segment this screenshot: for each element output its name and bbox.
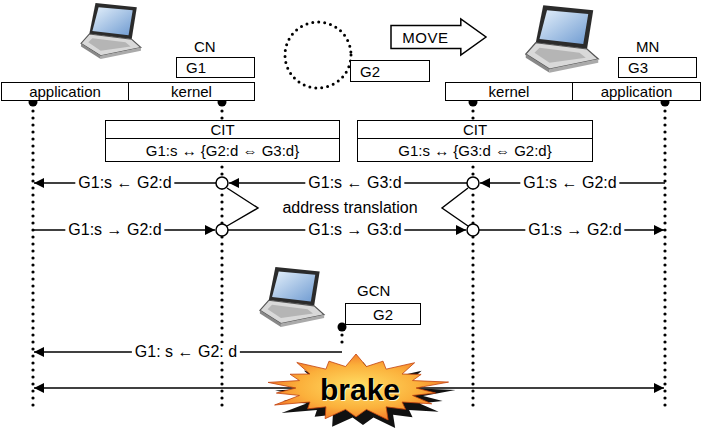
translation-point	[467, 177, 479, 189]
laptop-icon	[260, 267, 324, 327]
translation-point	[216, 177, 228, 189]
cit-table: CITG1:s ↔ {G2:d ⇔ G3:d}	[105, 120, 340, 162]
node-text: brake	[262, 354, 458, 430]
address-box: G2	[350, 60, 430, 82]
layer-box: application	[1, 82, 129, 101]
node-text: application	[573, 83, 700, 100]
host-name: MN	[636, 37, 659, 55]
translation-point	[467, 224, 479, 236]
layer-box: kernel	[445, 82, 573, 101]
table-entry: G1:s ↔ {G2:d ⇔ G3:d}	[106, 139, 339, 161]
message-label: G1:s → G3:d	[305, 221, 404, 239]
message-label: G1:s → G2:d	[525, 221, 624, 239]
node-text: G3	[619, 58, 696, 77]
node-text: kernel	[129, 83, 254, 100]
node-text: application	[2, 83, 128, 100]
message-label: G1:s ← G2:d	[520, 174, 619, 192]
message-label: G1: s ← G2: d	[132, 343, 240, 361]
layer-box: application	[572, 82, 701, 101]
bracket-line	[442, 188, 468, 226]
host-name: GCN	[357, 281, 390, 299]
message-label: G1:s ← G3:d	[305, 174, 404, 192]
dotted-network-circle	[285, 22, 351, 88]
move-arrow: MOVE	[390, 18, 487, 56]
node-text: G2	[351, 61, 429, 81]
lifeline	[663, 104, 666, 412]
node-text: G2	[346, 304, 420, 324]
message-label: G1:s → G2:d	[65, 221, 164, 239]
address-box: CNG1	[176, 57, 255, 78]
annotation-label: address translation	[279, 199, 420, 217]
host-name: CN	[194, 37, 216, 55]
node-text: G1	[177, 58, 254, 77]
lifeline-heads	[29, 98, 670, 332]
message-label: G1:s ← G2:d	[75, 174, 174, 192]
layer-box: kernel	[128, 82, 255, 101]
address-box: GCNG2	[345, 303, 421, 325]
message-arrows	[33, 183, 665, 388]
lifeline	[31, 104, 34, 412]
move-arrow-shape	[391, 19, 486, 55]
laptop-icon	[81, 3, 141, 59]
node-text: kernel	[446, 83, 572, 100]
address-box: MNG3	[618, 57, 697, 78]
cit-table: CITG1:s ↔ {G3:d ⇔ G2:d}	[357, 120, 593, 162]
table-title: CIT	[106, 121, 339, 139]
laptop-icon	[526, 5, 599, 73]
translation-point	[216, 224, 228, 236]
bracket-line	[227, 188, 258, 226]
table-title: CIT	[358, 121, 592, 139]
node-text: MOVE	[390, 18, 461, 56]
brake-burst: brake	[262, 354, 458, 430]
table-entry: G1:s ↔ {G3:d ⇔ G2:d}	[358, 139, 592, 161]
